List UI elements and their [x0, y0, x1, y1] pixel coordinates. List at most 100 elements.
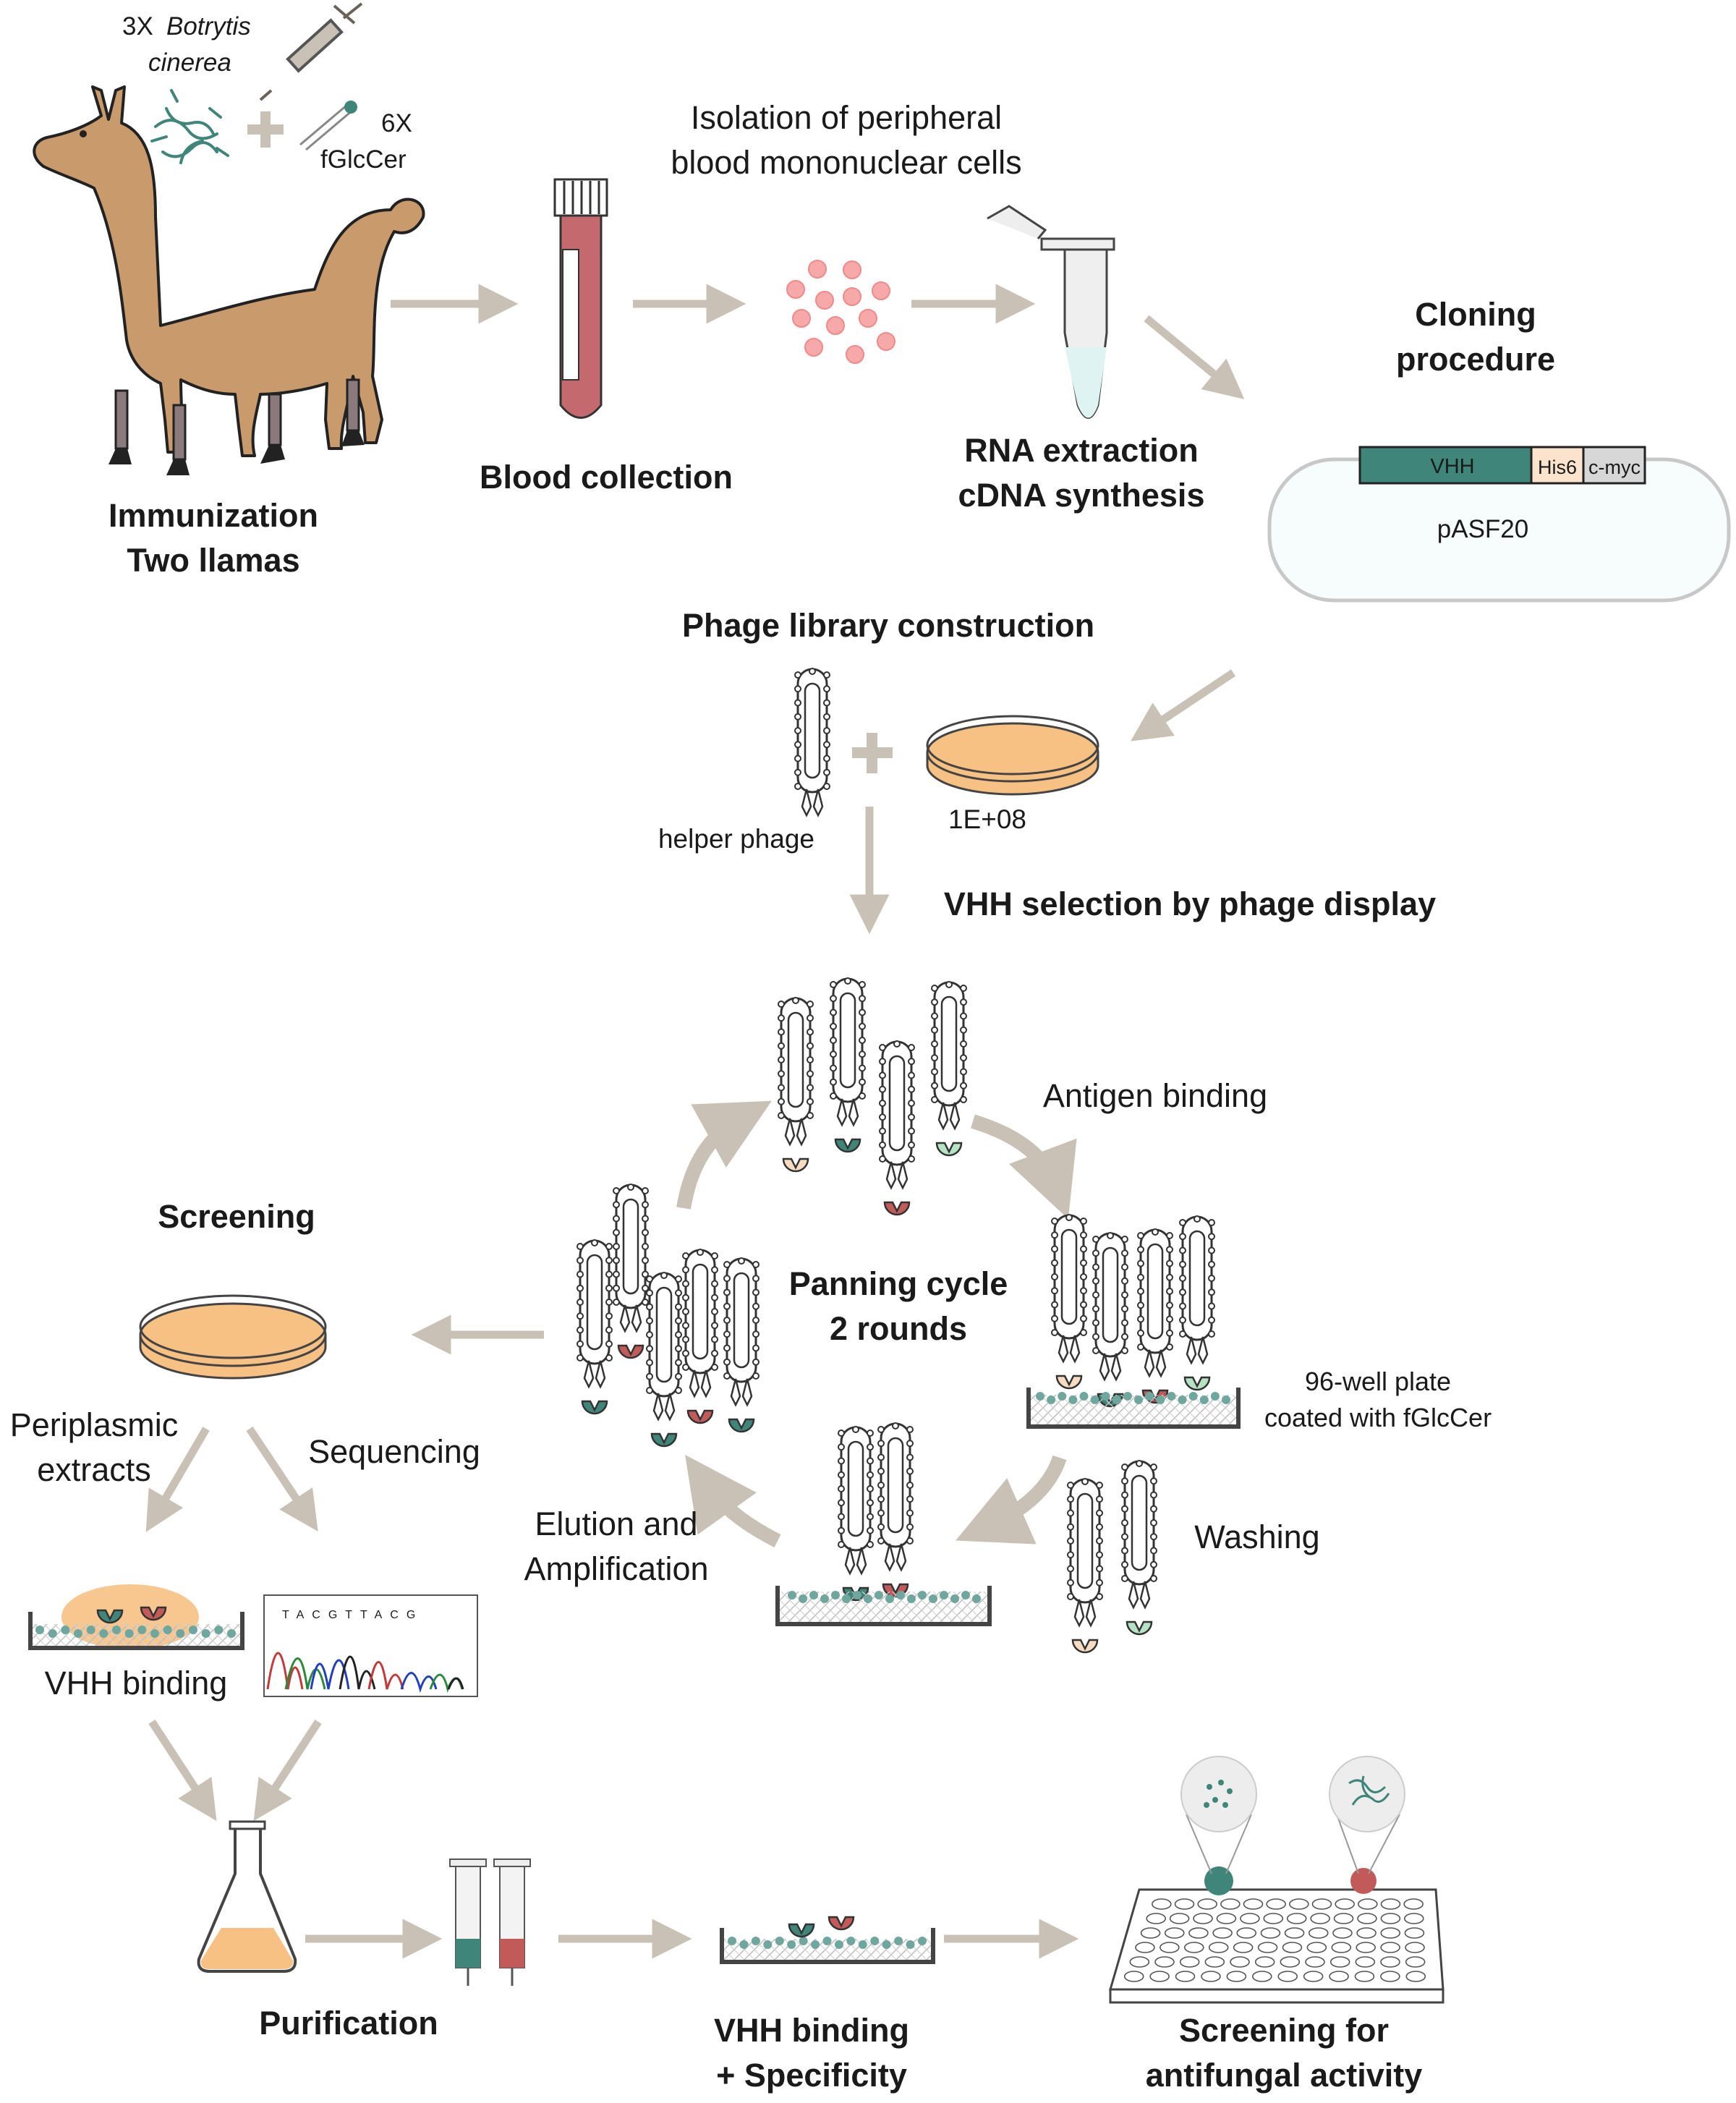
vhh-domain	[883, 1201, 911, 1216]
vhh-domain	[788, 1923, 815, 1938]
plate-well	[1357, 1913, 1377, 1924]
plate-well	[1380, 1913, 1401, 1924]
plate-well	[1405, 1971, 1426, 1982]
plate-well	[1355, 1956, 1376, 1968]
blood-collection-label: Blood collection	[480, 459, 733, 496]
plate-well	[1331, 1942, 1352, 1953]
antigen-dot	[950, 1594, 959, 1603]
plate-well	[1152, 1898, 1172, 1910]
phage-top-2	[830, 977, 866, 1153]
phage-wash-2	[1121, 1460, 1157, 1636]
vhh-domain	[96, 1609, 124, 1624]
plate-well	[1308, 1927, 1329, 1939]
antigen-dot	[35, 1626, 44, 1634]
antigen-dot	[150, 1629, 159, 1638]
arrow-screening-sequencing	[246, 1426, 318, 1531]
vhh-domain	[1055, 1375, 1083, 1390]
antigen-dot	[137, 1626, 147, 1634]
vhh-domain	[1183, 1376, 1211, 1391]
pbmc-label-line2: blood mononuclear cells	[671, 144, 1021, 181]
plate-well	[1354, 1971, 1375, 1982]
library-size-label: 1E+08	[948, 804, 1026, 834]
plate-well	[1257, 1942, 1278, 1953]
plate-well	[1380, 1971, 1400, 1982]
plate-well	[1405, 1942, 1425, 1953]
plate-well	[1332, 1927, 1353, 1939]
llama	[33, 85, 425, 475]
immunization-title: Immunization	[109, 497, 318, 534]
plate-well	[1335, 1898, 1355, 1910]
pbmc-label-line1: Isolation of peripheral	[691, 99, 1002, 136]
plate-well	[1129, 1956, 1150, 1968]
antigen-dot	[1058, 1392, 1067, 1401]
petri-dish-screening	[139, 1294, 327, 1380]
antigen-dot	[831, 1591, 840, 1599]
plate-well	[1149, 1971, 1170, 1982]
plate-well	[1380, 1898, 1401, 1910]
flow-arrows	[145, 284, 1245, 1959]
vhh-domain	[581, 1400, 608, 1415]
antigen-dot	[896, 1591, 905, 1599]
arrow-cycle-wash	[956, 1455, 1067, 1545]
plate-well	[1282, 1942, 1303, 1953]
blood-tube	[553, 178, 608, 419]
plate-well	[1212, 1927, 1233, 1939]
antigen-dot	[885, 1594, 894, 1603]
antigen-dot	[1090, 1395, 1099, 1404]
antigen-dot	[834, 1940, 843, 1949]
binding-label-line1: VHH binding	[714, 2012, 909, 2049]
antigen-dot	[961, 1591, 970, 1599]
antigen-dot	[1210, 1392, 1220, 1401]
antigen-dot	[728, 1937, 736, 1945]
antigen-name: Botrytis	[166, 12, 251, 41]
vhh-domain	[686, 1409, 714, 1424]
antigen-dot	[74, 1629, 82, 1638]
plate-well	[1310, 1913, 1330, 1924]
antigen-dot	[1199, 1395, 1209, 1404]
periplasmic-label-line1: Periplasmic	[10, 1406, 179, 1443]
antigen-dot	[48, 1629, 57, 1638]
plate-well	[1140, 1927, 1161, 1939]
columns-icon	[449, 1858, 531, 1986]
antigen-dot	[1112, 1395, 1121, 1404]
antigen-dot	[739, 1940, 749, 1949]
antigen-dot	[1101, 1392, 1110, 1401]
vhh-domain	[827, 1916, 855, 1931]
phage-wash-1	[1067, 1478, 1103, 1654]
plate-well	[1220, 1898, 1241, 1910]
plate-well	[1243, 1898, 1264, 1910]
antigen-dot	[1047, 1395, 1056, 1404]
vhh-domain	[140, 1606, 167, 1621]
plate-well	[1405, 1956, 1426, 1968]
vhh-segment-label: VHH	[1430, 455, 1474, 478]
plate-well	[1230, 1956, 1250, 1968]
antigen-binding-label: Antigen binding	[1043, 1077, 1267, 1114]
plate-well	[1329, 1956, 1350, 1968]
plasmid-label: pASF20	[1437, 515, 1528, 543]
antigen-dot	[787, 1940, 796, 1949]
plate-well	[1333, 1913, 1354, 1924]
vhh-domain	[782, 1157, 809, 1173]
adjuvant-name: fGlcCer	[320, 145, 407, 174]
plate-well	[1216, 1913, 1237, 1924]
cloning-title: Cloning	[1415, 296, 1536, 333]
rna-label-line2: cDNA synthesis	[958, 477, 1205, 514]
antifungal-label-line1: Screening for	[1179, 2012, 1389, 2049]
antigen-dot	[870, 1937, 880, 1945]
plate-well	[1135, 1942, 1155, 1953]
plate-well	[1260, 1927, 1281, 1939]
antigen-dot	[775, 1937, 784, 1945]
plate-well	[1380, 1927, 1401, 1939]
plate-well	[1251, 1971, 1272, 1982]
vhh-domain	[1126, 1620, 1153, 1636]
antigen-dot	[1134, 1395, 1144, 1404]
antigen-dot	[822, 1937, 832, 1945]
library-title: Phage library construction	[682, 607, 1094, 644]
plate-well	[1183, 1942, 1204, 1953]
plate-well	[1329, 1971, 1349, 1982]
plate-well	[1123, 1971, 1144, 1982]
plate-well	[1311, 1898, 1332, 1910]
antigen-dot	[1123, 1392, 1132, 1401]
elution-label-line1: Elution and	[535, 1505, 697, 1542]
plate-well	[1286, 1913, 1307, 1924]
